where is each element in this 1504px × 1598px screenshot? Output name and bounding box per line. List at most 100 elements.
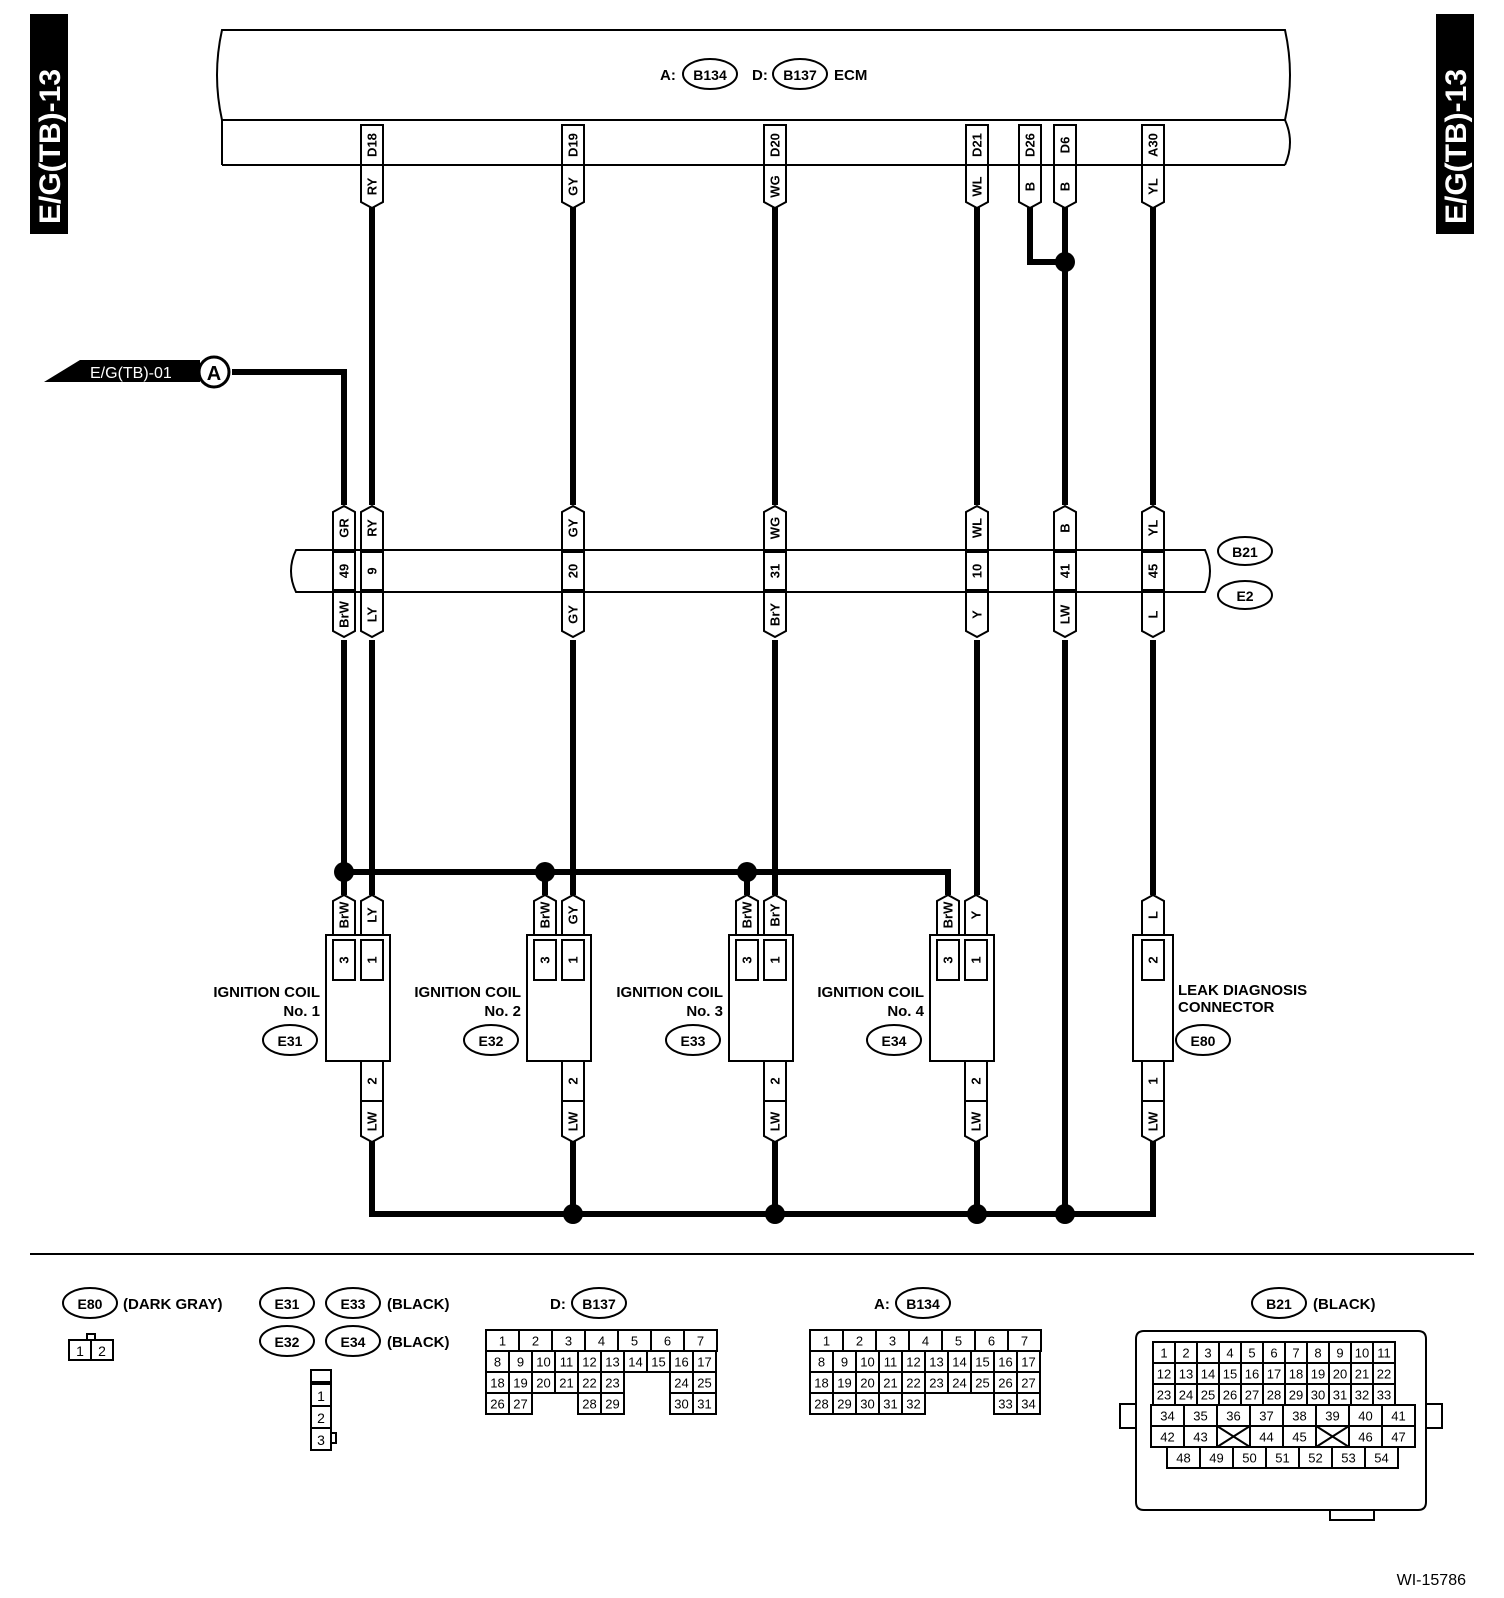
grid-d-pin: 3	[565, 1334, 572, 1349]
grid-a-pin: 31	[883, 1397, 897, 1412]
coil-2-pin-2: 2	[566, 1077, 581, 1084]
harness-top-color-0-tag	[332, 504, 356, 551]
legend-coils: E31 E33 (BLACK) E32 E34 (BLACK) 1 2 3	[259, 1287, 449, 1451]
legend-coil-e34: E34	[341, 1334, 366, 1350]
coil-2-pin-1: 1	[566, 956, 581, 963]
grid-b21-pin: 8	[1314, 1346, 1321, 1361]
coil-1-wire-3: BrW	[337, 901, 352, 928]
grid-b21-pin: 33	[1377, 1388, 1391, 1403]
grid-d-pin: 18	[490, 1376, 504, 1391]
grid-d-pin: 16	[674, 1355, 688, 1370]
coil-4-wire-2: LW	[969, 1111, 984, 1131]
grid-b21-pin: 28	[1267, 1388, 1281, 1403]
grid-d-pin: 9	[517, 1355, 524, 1370]
legend-d-prefix: D:	[550, 1296, 566, 1313]
legend-e80-pin-2: 2	[98, 1343, 106, 1359]
grid-b21-pin: 12	[1157, 1367, 1171, 1382]
grid-a-pin: 18	[814, 1376, 828, 1391]
coil-4-wire-3-tag	[936, 893, 960, 936]
grid-b21-pin: 14	[1201, 1367, 1215, 1382]
ecm-wire-color-1: GY	[566, 177, 581, 196]
grid-a-pin: 12	[906, 1355, 920, 1370]
harness-bottom-color-3: BrY	[768, 603, 783, 626]
grid-d-pin: 24	[674, 1376, 688, 1391]
harness-bottom-color-6: L	[1146, 610, 1161, 618]
coil-3-pin-1: 1	[768, 956, 783, 963]
coil-1-number: No. 1	[283, 1003, 320, 1020]
legend-b21-color: (BLACK)	[1313, 1296, 1375, 1313]
grid-b21-pin: 19	[1311, 1367, 1325, 1382]
harness-pin-box	[763, 551, 787, 591]
grid-d-pin: 20	[536, 1376, 550, 1391]
grid-b21-pin: 53	[1341, 1451, 1355, 1466]
harness-pin-5: 41	[1058, 564, 1073, 578]
leak-connector-id: E80	[1191, 1033, 1216, 1049]
grid-b21-pin: 1	[1160, 1346, 1167, 1361]
coil-3-pin-3: 3	[740, 956, 755, 963]
grid-a-pin: 10	[860, 1355, 874, 1370]
harness-pin-box	[332, 551, 356, 591]
grid-b21-pin: 6	[1270, 1346, 1277, 1361]
coil-4-pin-1: 1	[969, 956, 984, 963]
page-code-left: E/G(TB)-13	[34, 69, 67, 224]
grid-b21-pin: 22	[1377, 1367, 1391, 1382]
harness-top-color-5-tag	[1053, 504, 1077, 551]
coil-3-wire-2: LW	[768, 1111, 783, 1131]
grid-b21-pin: 26	[1223, 1388, 1237, 1403]
grid-b21-pin: 4	[1226, 1346, 1233, 1361]
grid-b21-pin: 30	[1311, 1388, 1325, 1403]
grid-d-pin: 4	[598, 1334, 605, 1349]
coil-2-title: IGNITION COIL	[414, 984, 521, 1001]
legend-d-conn: B137	[582, 1296, 616, 1312]
ecm-prefix-a: A:	[660, 67, 676, 84]
grid-b21-pin: 9	[1336, 1346, 1343, 1361]
grid-d-pin: 5	[631, 1334, 638, 1349]
grid-b21-pin: 51	[1275, 1451, 1289, 1466]
pin-cell	[692, 1392, 717, 1415]
grid-d-pin: 6	[664, 1334, 671, 1349]
grid-a-pin: 6	[988, 1334, 995, 1349]
ecm-wire-color-4-tag	[1018, 164, 1042, 210]
grid-d-pin: 23	[605, 1376, 619, 1391]
coil-4-wire-1-tag	[964, 893, 988, 936]
ecm-prefix-d: D:	[752, 67, 768, 84]
ecm-block: A: B134 D: B137 ECM	[216, 29, 1291, 166]
ecm-wire-color-5-tag	[1053, 164, 1077, 210]
grid-b21-pin: 47	[1391, 1430, 1405, 1445]
harness-pin-1: 9	[365, 567, 380, 574]
coil-1-wire-2-tag	[360, 1100, 384, 1144]
coil-2-wire-1-tag	[561, 893, 585, 936]
harness-pin-6: 45	[1146, 564, 1161, 578]
harness-bottom-color-4-tag	[965, 591, 989, 639]
ecm-pin-0: D18	[365, 133, 380, 157]
grid-a-pin: 2	[856, 1334, 863, 1349]
ecm-wire-color-0-tag	[360, 164, 384, 210]
grid-a-pin: 5	[955, 1334, 962, 1349]
grid-b21-pin: 16	[1245, 1367, 1259, 1382]
grid-a-pin: 14	[952, 1355, 966, 1370]
legend-coil-e31: E31	[275, 1296, 300, 1312]
leak-title-2: CONNECTOR	[1178, 999, 1275, 1016]
grid-a-pin: 22	[906, 1376, 920, 1391]
leak-wire-bottom-tag	[1141, 1100, 1165, 1144]
grid-d-pin: 15	[651, 1355, 665, 1370]
grid-d-pin: 21	[559, 1376, 573, 1391]
grid-d-pin: 27	[513, 1397, 527, 1412]
grid-d-pin: 10	[536, 1355, 550, 1370]
grid-d-pin: 1	[499, 1334, 506, 1349]
ecm-connector-d: B137	[783, 67, 817, 83]
wire-network	[232, 205, 1156, 1224]
grid-b21-pin: 27	[1245, 1388, 1259, 1403]
grid-b21-pin: 42	[1160, 1430, 1174, 1445]
leak-title-1: LEAK DIAGNOSIS	[1178, 982, 1307, 999]
ecm-wire-color-3-tag	[965, 164, 989, 210]
harness-bottom-color-6-tag	[1141, 591, 1165, 639]
coil-2-pin-3: 3	[538, 956, 553, 963]
coil-4-wire-2-tag	[964, 1100, 988, 1144]
grid-b21-pin: 3	[1204, 1346, 1211, 1361]
